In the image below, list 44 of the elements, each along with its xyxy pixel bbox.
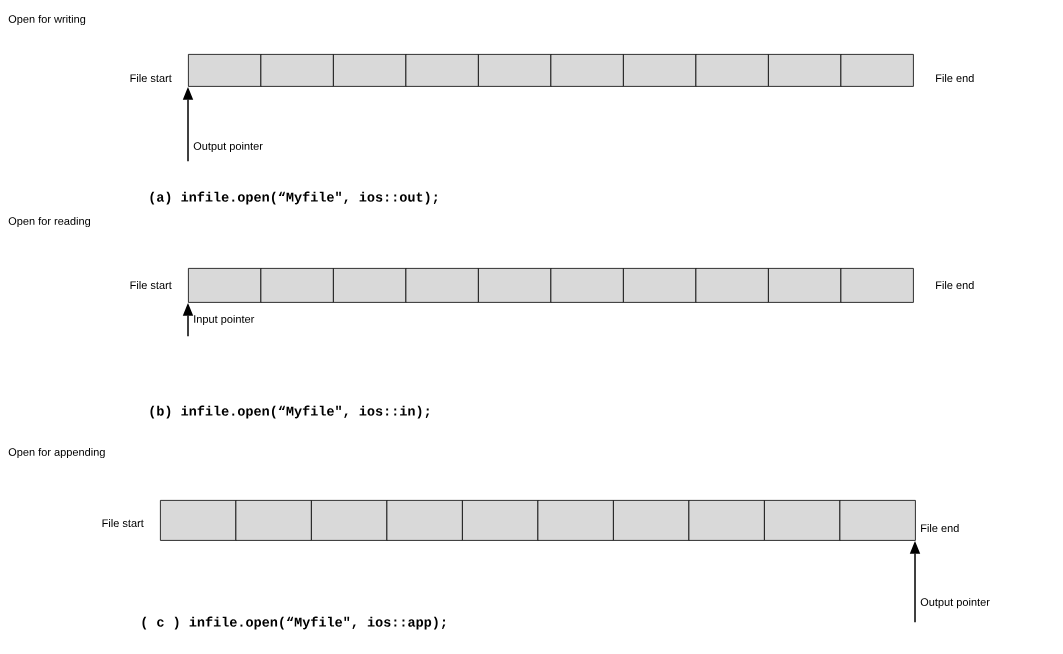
code-caption: (b) infile.open(“Myfile", ios::in); bbox=[150, 405, 429, 419]
file-cell bbox=[623, 54, 697, 87]
file-cell bbox=[260, 54, 334, 87]
file-cell bbox=[768, 54, 842, 87]
code-caption: (a) infile.open(“Myfile", ios::out); bbox=[150, 191, 438, 205]
label: File start bbox=[130, 73, 172, 83]
label: File start bbox=[130, 280, 172, 290]
file-cell bbox=[160, 500, 237, 541]
file-cell bbox=[688, 500, 765, 541]
label: File end bbox=[936, 280, 974, 290]
label: Open for writing bbox=[8, 14, 86, 26]
file-cell bbox=[623, 268, 697, 303]
label: Open for appending bbox=[8, 447, 105, 459]
label: Open for reading bbox=[8, 216, 91, 228]
file-cell bbox=[695, 54, 769, 87]
file-cell bbox=[478, 54, 552, 87]
file-cell bbox=[405, 54, 479, 87]
file-cell bbox=[768, 268, 842, 303]
file-cell bbox=[840, 268, 914, 303]
file-cell bbox=[462, 500, 539, 541]
file-cell bbox=[840, 54, 914, 87]
label: File end bbox=[936, 73, 974, 83]
label: File start bbox=[102, 518, 144, 528]
pointer-label: Output pointer bbox=[193, 141, 263, 153]
file-cell bbox=[333, 54, 407, 87]
file-cell bbox=[695, 268, 769, 303]
file-cell bbox=[235, 500, 312, 541]
file-cell bbox=[188, 54, 262, 87]
file-cell bbox=[550, 268, 624, 303]
file-cell bbox=[260, 268, 334, 303]
file-cell bbox=[839, 500, 916, 541]
file-cell bbox=[478, 268, 552, 303]
file-cell bbox=[333, 268, 407, 303]
file-cell bbox=[188, 268, 262, 303]
file-cell bbox=[386, 500, 463, 541]
pointer-label: Output pointer bbox=[920, 597, 990, 609]
code-caption: ( c ) infile.open(“Myfile", ios::app); bbox=[142, 616, 446, 630]
file-cell bbox=[550, 54, 624, 87]
file-cell bbox=[613, 500, 690, 541]
file-cell bbox=[311, 500, 388, 541]
pointer-label: Input pointer bbox=[194, 314, 255, 326]
file-cell bbox=[764, 500, 841, 541]
file-cell bbox=[537, 500, 614, 541]
file-cell bbox=[405, 268, 479, 303]
